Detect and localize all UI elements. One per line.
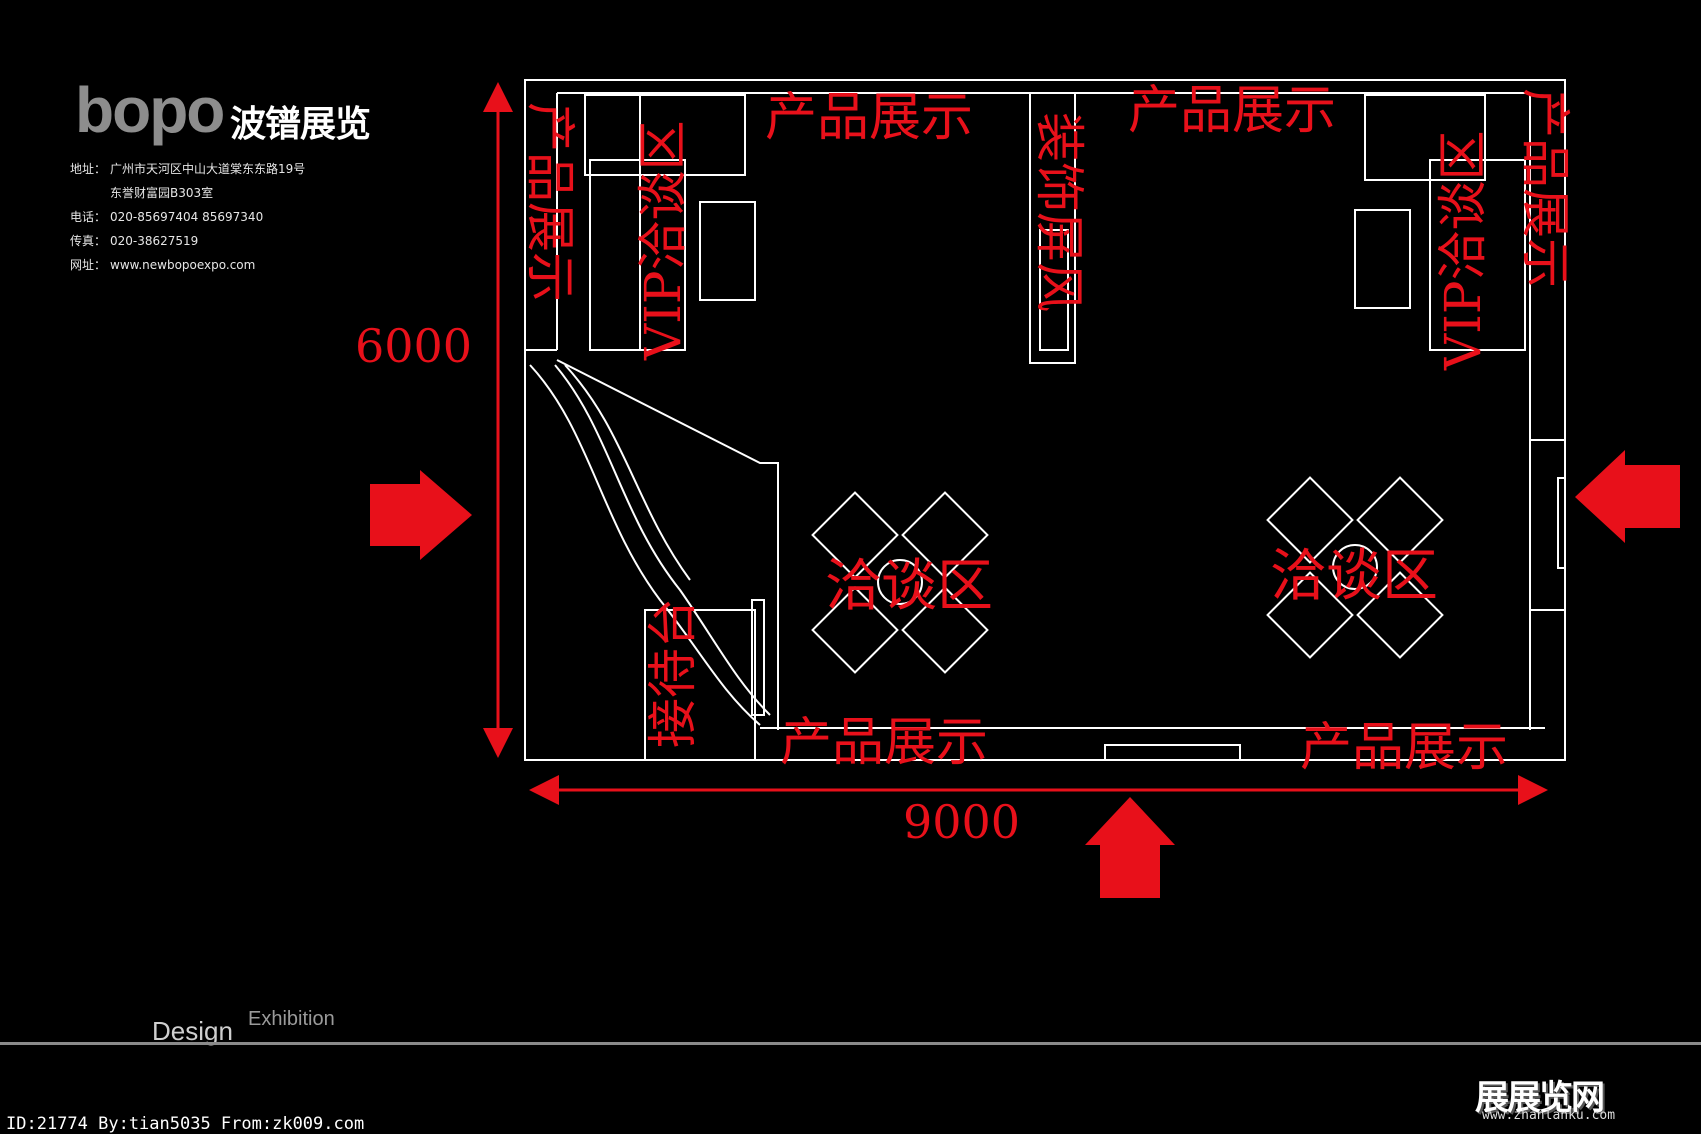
vip-left-cabinet bbox=[584, 94, 746, 176]
table-left bbox=[877, 559, 923, 605]
address-value: 广州市天河区中山大道棠东东路19号 bbox=[110, 162, 306, 176]
footer-design: Design bbox=[152, 1016, 233, 1046]
chair-left-3 bbox=[811, 586, 899, 674]
entrance-arrow-bottom bbox=[1085, 797, 1175, 898]
watermark-logo: 展展览网 bbox=[1475, 1078, 1605, 1118]
address-line-2: 东誉财富园B303室 bbox=[70, 184, 213, 201]
address-value-2: 东誉财富园B303室 bbox=[110, 186, 214, 200]
company-logo: bopo bbox=[75, 78, 225, 142]
zone-product-top-2: 产品展示 bbox=[1128, 81, 1336, 141]
address-label: 地址： bbox=[70, 162, 107, 176]
web-line: 网址：www.newbopoexpo.com bbox=[70, 256, 255, 273]
right-door-panel bbox=[1529, 439, 1566, 611]
watermark-url: www.zhanlanku.com bbox=[1482, 1108, 1616, 1123]
bottom-counter bbox=[1104, 744, 1241, 761]
phone-line: 电话：020-85697404 85697340 bbox=[70, 208, 263, 225]
zone-product-bottom-1: 产品展示 bbox=[780, 713, 988, 773]
decoration-screen-inner bbox=[1039, 229, 1069, 351]
address-line-1: 地址：广州市天河区中山大道棠东东路19号 bbox=[70, 160, 305, 177]
fax-value: 020-38627519 bbox=[110, 234, 199, 248]
right-door-slot bbox=[1557, 477, 1566, 569]
chair-right-1 bbox=[1266, 476, 1354, 564]
entrance-arrow-left bbox=[370, 470, 472, 560]
zone-vip-left: VIP洽谈区 bbox=[634, 120, 692, 361]
height-label: 6000 bbox=[355, 319, 472, 373]
negotiation-chairs-left bbox=[811, 491, 989, 674]
zone-product-bottom-2: 产品展示 bbox=[1300, 718, 1508, 778]
chair-left-2 bbox=[901, 491, 989, 579]
width-label: 9000 bbox=[903, 795, 1020, 849]
vip-right-sofa bbox=[1429, 159, 1526, 351]
brand-name: 波镨展览 bbox=[230, 104, 371, 145]
logo-text: bopo bbox=[75, 74, 225, 146]
booth-outline bbox=[524, 79, 1566, 761]
reception-post bbox=[751, 599, 765, 716]
vip-left-sofa bbox=[589, 159, 686, 351]
decoration-screen-frame bbox=[1029, 92, 1076, 364]
vip-right-cabinet bbox=[1364, 94, 1486, 181]
reception-curve-3 bbox=[564, 364, 691, 581]
chair-right-4 bbox=[1356, 571, 1444, 659]
zone-negotiation-left: 洽谈区 bbox=[825, 554, 993, 619]
vip-right-table bbox=[1354, 209, 1411, 309]
table-right bbox=[1332, 544, 1378, 590]
web-label: 网址： bbox=[70, 258, 107, 272]
vip-left-table bbox=[699, 201, 756, 301]
zone-vip-right: VIP洽谈区 bbox=[1434, 130, 1492, 371]
phone-label: 电话： bbox=[70, 210, 107, 224]
zone-product-right: 产品展示 bbox=[1516, 88, 1574, 288]
web-value: www.newbopoexpo.com bbox=[110, 258, 256, 272]
footer-exhibition: Exhibition bbox=[248, 1008, 335, 1030]
phone-value: 020-85697404 85697340 bbox=[110, 210, 264, 224]
footer-id-line: ID:21774 By:tian5035 From:zk009.com bbox=[6, 1114, 365, 1134]
reception-curve-2 bbox=[554, 364, 771, 716]
negotiation-chairs-right bbox=[1266, 476, 1444, 659]
zone-product-left: 产品展示 bbox=[521, 102, 579, 302]
footer-divider bbox=[0, 1042, 1701, 1045]
entrance-arrow-right bbox=[1575, 450, 1680, 543]
chair-right-2 bbox=[1356, 476, 1444, 564]
reception-curve-1 bbox=[529, 364, 761, 726]
zone-negotiation-right: 洽谈区 bbox=[1270, 544, 1438, 609]
reception-desk-body bbox=[644, 609, 756, 761]
chair-right-3 bbox=[1266, 571, 1354, 659]
zone-product-top-1: 产品展示 bbox=[765, 88, 973, 148]
fax-label: 传真： bbox=[70, 234, 107, 248]
fax-line: 传真：020-38627519 bbox=[70, 232, 198, 249]
reception-wedge bbox=[556, 359, 779, 730]
zone-decoration-screen: 装饰屏风 bbox=[1030, 112, 1088, 312]
chair-left-4 bbox=[901, 586, 989, 674]
chair-left-1 bbox=[811, 491, 899, 579]
zone-reception: 接待台 bbox=[644, 598, 702, 748]
